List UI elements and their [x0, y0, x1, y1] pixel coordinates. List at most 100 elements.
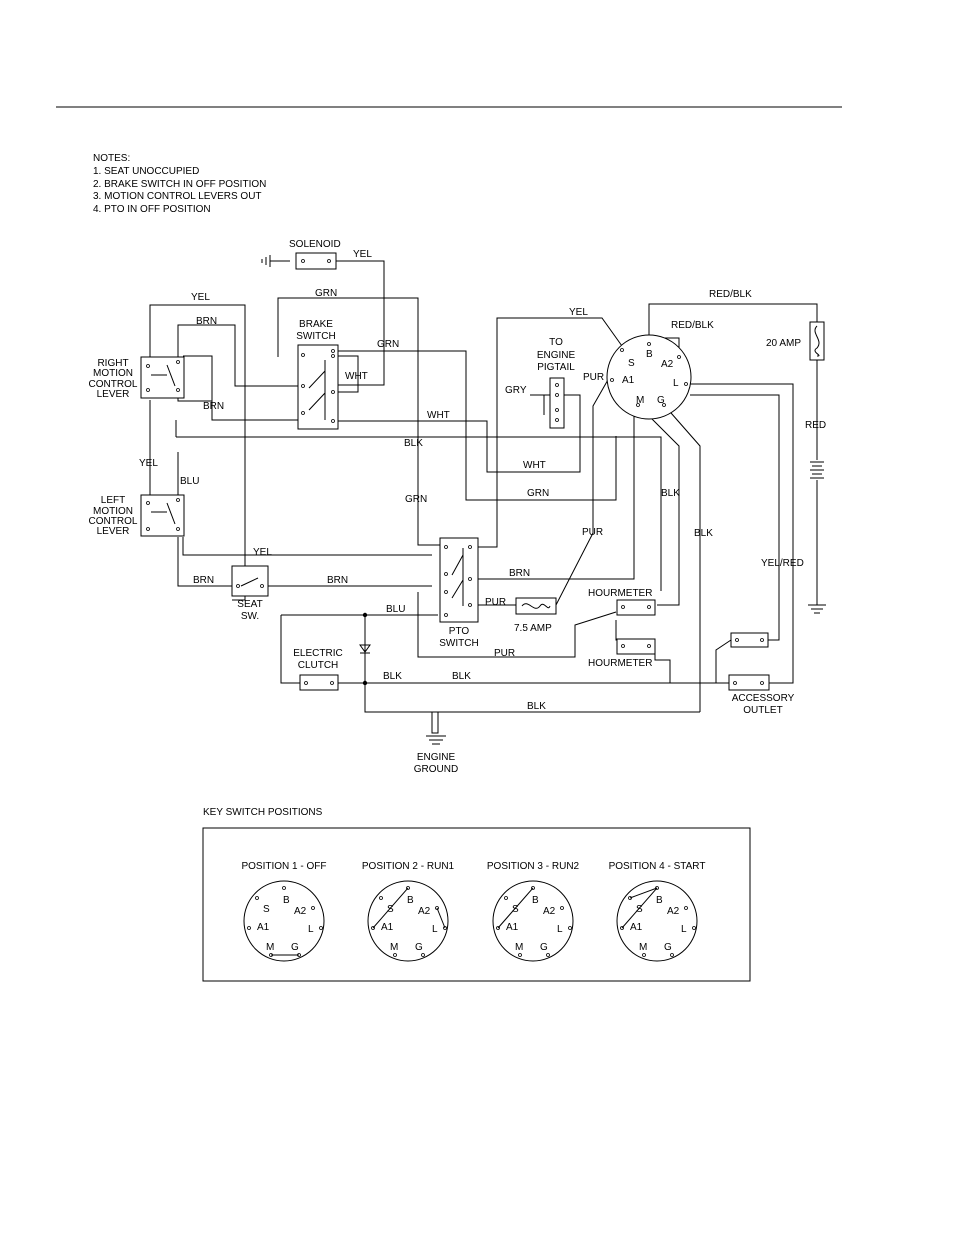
accessory-outlet-label: ACCESSORY [732, 693, 795, 704]
note-item: 3. MOTION CONTROL LEVERS OUT [93, 191, 262, 202]
left-lever-label: LEFT [101, 495, 125, 506]
pigtail-label: PIGTAIL [537, 362, 575, 373]
key-switch-face [492, 880, 574, 962]
pto-switch: PTO SWITCH [439, 537, 479, 649]
key-position-label: POSITION 4 - START [609, 861, 706, 872]
terminal-label: B [407, 895, 414, 906]
wire-label: GRY [505, 385, 527, 396]
terminal-label: M [390, 942, 398, 953]
key-position-label: POSITION 1 - OFF [241, 861, 326, 872]
key-switch-face [367, 880, 449, 962]
fuse-7-5-label: 7.5 AMP [514, 623, 552, 634]
wire-label: BLK [661, 488, 680, 499]
wire-label: BLK [452, 671, 471, 682]
pigtail-label: TO [549, 337, 563, 348]
terminal-label: S [636, 904, 643, 915]
notes-block: NOTES: 1. SEAT UNOCCUPIED 2. BRAKE SWITC… [93, 153, 266, 215]
solenoid: SOLENOID [289, 239, 341, 270]
note-item: 2. BRAKE SWITCH IN OFF POSITION [93, 179, 266, 190]
key-terminal-s: S [628, 358, 635, 369]
wire-label: YEL [353, 249, 372, 260]
wire-label: GRN [527, 488, 549, 499]
pigtail-label: ENGINE [537, 350, 576, 361]
wire-label: PUR [583, 372, 604, 383]
accessory-outlet-label: OUTLET [743, 705, 782, 716]
wire-label: YEL [139, 458, 158, 469]
terminal-pin [379, 896, 383, 900]
key-terminal-a2: A2 [661, 359, 674, 370]
terminal-label: A2 [667, 906, 680, 917]
terminal-label: A2 [418, 906, 431, 917]
terminal-pin [568, 926, 572, 930]
terminal-pin [642, 953, 646, 957]
wire-label: PUR [494, 648, 515, 659]
terminal-label: S [512, 904, 519, 915]
terminal-label: A2 [294, 906, 307, 917]
wire-label: BLU [386, 604, 405, 615]
accessory-outlet: ACCESSORY OUTLET [728, 674, 795, 716]
brake-switch-label: SWITCH [296, 331, 335, 342]
terminal-pin [421, 953, 425, 957]
wire-label: BRN [509, 568, 530, 579]
terminal-label: A1 [506, 922, 519, 933]
terminal-label: A1 [257, 922, 270, 933]
brake-switch: BRAKE SWITCH [296, 319, 339, 430]
wire-label: GRN [405, 494, 427, 505]
terminal-label: B [283, 895, 290, 906]
right-motion-control-lever: RIGHT MOTION CONTROL LEVER [89, 356, 185, 400]
engine-ground-label: ENGINE [417, 752, 456, 763]
key-terminal-m: M [636, 395, 644, 406]
wire-label: BRN [196, 316, 217, 327]
wire-label: YEL [569, 307, 588, 318]
key-position-label: POSITION 2 - RUN1 [362, 861, 455, 872]
wire-label: GRN [315, 288, 337, 299]
wire-label: WHT [345, 371, 368, 382]
right-lever-label: LEVER [97, 389, 130, 400]
clutch-label: CLUTCH [298, 660, 339, 671]
left-lever-label: CONTROL [89, 516, 138, 527]
terminal-pin [546, 953, 550, 957]
note-item: 1. SEAT UNOCCUPIED [93, 166, 199, 177]
left-motion-control-lever: LEFT MOTION CONTROL LEVER [89, 494, 185, 537]
wire-label: RED/BLK [671, 320, 714, 331]
terminal-link [497, 887, 534, 929]
key-terminal-g: G [657, 395, 665, 406]
terminal-label: L [557, 924, 563, 935]
wire-label: WHT [523, 460, 546, 471]
terminal-label: B [532, 895, 539, 906]
key-switch-positions-title: KEY SWITCH POSITIONS [203, 807, 323, 818]
wire-label: WHT [427, 410, 450, 421]
key-terminal-b: B [646, 349, 653, 360]
terminal-pin [255, 896, 259, 900]
terminal-label: L [681, 924, 687, 935]
pto-switch-label: PTO [449, 626, 470, 637]
wire-label: RED/BLK [709, 289, 752, 300]
engine-ground: ENGINE GROUND [414, 752, 458, 775]
key-switch-face [616, 880, 698, 962]
terminal-label: A1 [630, 922, 643, 933]
clutch-label: ELECTRIC [293, 648, 342, 659]
terminal-pin [560, 906, 564, 910]
key-switch-face [243, 880, 325, 962]
key-switch: S B A2 A1 L M G [606, 334, 692, 420]
ground-symbol [808, 604, 826, 614]
right-lever-label: RIGHT [97, 358, 128, 369]
left-lever-label: LEVER [97, 526, 130, 537]
wire-label: GRN [377, 339, 399, 350]
wire-label: BLK [527, 701, 546, 712]
battery [810, 461, 824, 479]
engine-ground-label: GROUND [414, 764, 458, 775]
terminal-link [621, 887, 658, 929]
notes-title: NOTES: [93, 153, 130, 164]
right-lever-label: MOTION [93, 368, 133, 379]
terminal-label: M [266, 942, 274, 953]
terminal-pin [282, 886, 286, 890]
key-terminal-l: L [673, 378, 679, 389]
junction-dots [362, 612, 368, 686]
seat-switch: SEAT SW. [231, 565, 269, 622]
terminal-label: G [664, 942, 672, 953]
key-position-label: POSITION 3 - RUN2 [487, 861, 580, 872]
terminal-pin [504, 896, 508, 900]
